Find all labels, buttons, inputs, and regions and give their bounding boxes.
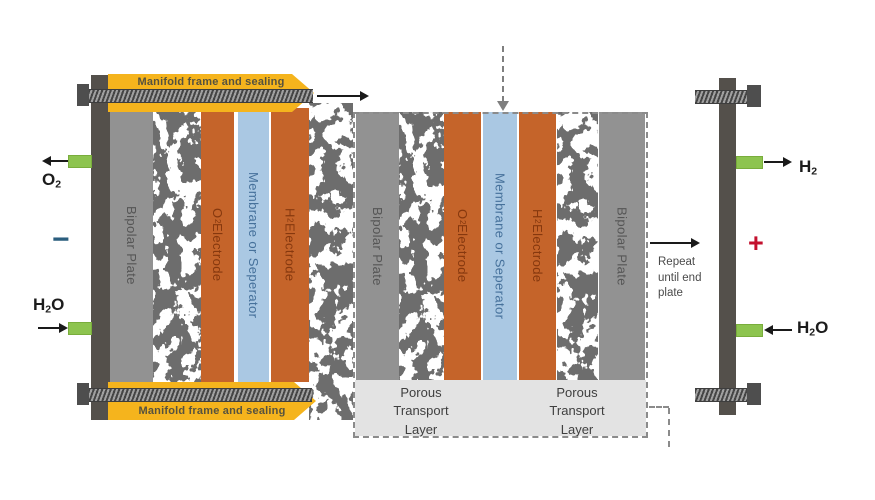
bipolar-plate-1: Bipolar Plate [110, 108, 153, 382]
membrane-1-label: Membrane or Seperator [246, 171, 261, 319]
manifold-banner-top-label: Manifold frame and sealing [137, 76, 285, 88]
tie-rod-top [80, 89, 313, 103]
o2-outlet-port [68, 155, 92, 168]
ptl-label-left: Porous Transport Layer [393, 385, 449, 437]
h2o-inlet-label-left: H2O [33, 295, 65, 316]
membrane-1: Membrane or Seperator [238, 108, 269, 382]
o2-label: O2 [42, 170, 62, 191]
bipolar-plate-2-left: Bipolar Plate [356, 112, 399, 380]
negative-terminal-sign: − [52, 223, 70, 256]
tie-rod-bottom [80, 388, 312, 402]
tie-rod-nut-top-right [747, 85, 761, 107]
h2o-inlet-port-left [68, 322, 92, 335]
bipolar-plate-2-left-label: Bipolar Plate [370, 206, 385, 286]
h2-outlet-port [736, 156, 763, 169]
h2-out-arrow [764, 157, 792, 167]
h2o-in-arrow-left [38, 323, 68, 333]
porous-transport-texture-3 [399, 112, 444, 380]
membrane-2-label: Membrane or Seperator [492, 172, 508, 320]
porous-transport-layer-strip [355, 380, 646, 436]
tie-rod-bolt-top-left [77, 84, 89, 106]
h2o-inlet-label-right: H2O [797, 318, 829, 339]
left-end-plate [91, 75, 110, 420]
bipolar-plate-2-right: Bipolar Plate [599, 112, 645, 380]
repeat-arrow [650, 238, 700, 248]
porous-transport-texture-2 [309, 103, 353, 420]
h2o-inlet-port-right [736, 324, 763, 337]
right-end-plate [719, 78, 736, 415]
ptl-label-right: Porous Transport Layer [549, 385, 605, 437]
repeat-unit-entry-arrow [497, 46, 509, 111]
h2-label: H2 [799, 157, 818, 178]
o2-out-arrow [42, 156, 68, 166]
repeat-elbow-horizontal [649, 406, 669, 408]
tie-rod-bolt-bottom-left [77, 383, 89, 405]
membrane-2: Membrane or Seperator [483, 112, 517, 380]
porous-transport-texture-4 [557, 112, 598, 380]
bipolar-plate-1-label: Bipolar Plate [124, 205, 139, 285]
tie-rod-top-right [695, 90, 748, 104]
h2o-in-arrow-right [764, 325, 792, 335]
tie-rod-continuation-arrow [317, 91, 369, 101]
manifold-banner-bottom-label: Manifold frame and sealing [138, 405, 286, 417]
repeat-elbow-vertical [668, 408, 670, 447]
repeat-note: Repeat until end plate [658, 256, 702, 300]
porous-transport-texture-1 [153, 108, 201, 382]
tie-rod-nut-bottom-right [747, 383, 761, 405]
positive-terminal-sign: + [748, 228, 764, 258]
tie-rod-bottom-right [695, 388, 748, 402]
bipolar-plate-2-right-label: Bipolar Plate [614, 206, 630, 286]
repeat-unit-box [353, 112, 648, 438]
